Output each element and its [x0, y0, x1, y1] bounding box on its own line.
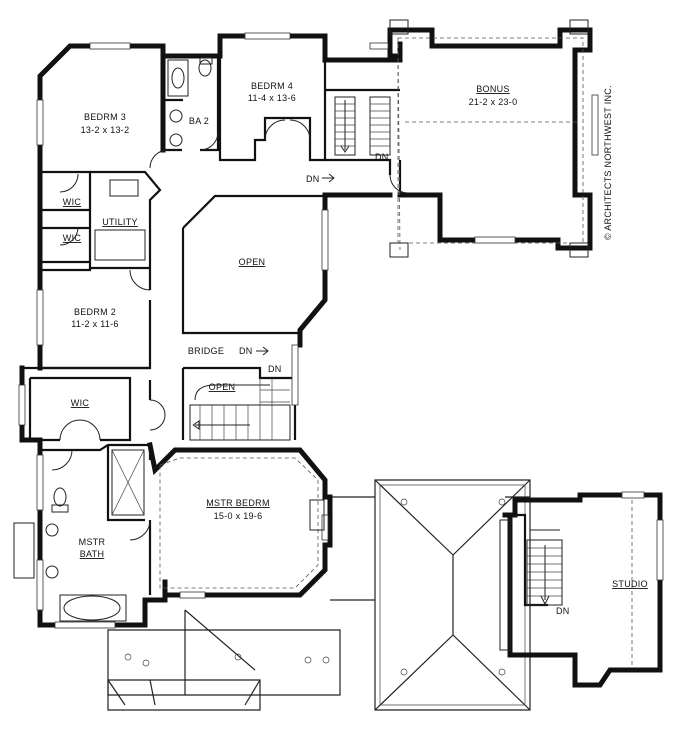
dn-bridge: DN — [239, 346, 253, 356]
mstr-bath-label2: BATH — [80, 549, 105, 559]
dn-lower: DN — [268, 364, 282, 374]
interior-walls — [22, 56, 548, 607]
room-labels: BEDRM 3 13-2 x 13-2 BA 2 BEDRM 4 11-4 x … — [63, 81, 648, 589]
open-lower-label: OPEN — [209, 382, 236, 392]
wic-lower-label: WIC — [63, 233, 82, 243]
ba2-label: BA 2 — [189, 116, 209, 126]
master-bath-fixtures — [13, 179, 146, 622]
roof-lines — [107, 479, 531, 711]
bedrm3-label: BEDRM 3 — [84, 112, 126, 122]
mstr-bedrm-dims: 15-0 x 19-6 — [214, 511, 263, 521]
bath2-fixtures — [167, 57, 213, 147]
utility-label: UTILITY — [102, 217, 138, 227]
bedrm3-dims: 13-2 x 13-2 — [81, 125, 130, 135]
copyright-text: © ARCHITECTS NORTHWEST INC. — [603, 85, 613, 240]
wic-upper-label: WIC — [63, 197, 82, 207]
bonus-dims: 21-2 x 23-0 — [469, 97, 518, 107]
mstr-bedrm-label: MSTR BEDRM — [206, 498, 270, 508]
studio-label: STUDIO — [612, 579, 648, 589]
stair-top — [334, 96, 391, 156]
dn-upper-left: DN — [375, 152, 389, 162]
bedrm4-dims: 11-4 x 13-6 — [248, 93, 296, 103]
bonus-label: BONUS — [476, 84, 510, 94]
stair-bridge — [189, 378, 291, 441]
stair-labels: DN DN DN DN DN DN — [239, 152, 570, 616]
open-upper-label: OPEN — [239, 257, 266, 267]
master-ceiling — [159, 457, 325, 589]
dn-studio: DN — [556, 606, 570, 616]
direction-arrows — [256, 173, 335, 356]
bridge-label: BRIDGE — [188, 346, 224, 356]
stair-studio — [499, 500, 633, 665]
windows — [18, 32, 664, 629]
door-swings — [51, 119, 409, 541]
bedrm4-label: BEDRM 4 — [251, 81, 293, 91]
bedrm2-dims: 11-2 x 11-6 — [71, 319, 119, 329]
bonus-room-details — [389, 19, 589, 258]
wic-master-label: WIC — [71, 398, 90, 408]
dn-hall: DN — [306, 174, 320, 184]
mstr-bath-label: MSTR — [79, 537, 106, 547]
bedrm2-label: BEDRM 2 — [74, 307, 116, 317]
